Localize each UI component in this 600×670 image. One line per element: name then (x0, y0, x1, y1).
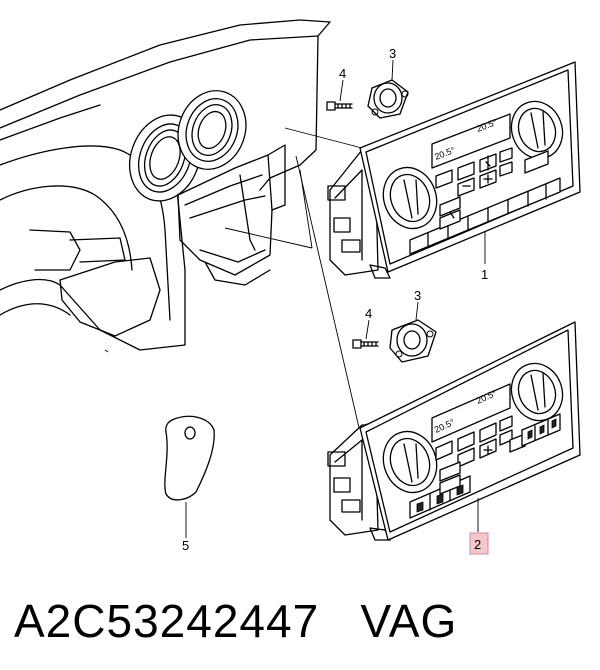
callout-3-lower: 3 (414, 288, 421, 303)
callout-2-highlight (469, 532, 489, 555)
part-number-caption: A2C53242447 VAG (14, 586, 457, 656)
callout-4-lower: 4 (365, 306, 372, 321)
brand-name: VAG (360, 595, 458, 647)
climate-control-unit-1 (327, 61, 581, 279)
position-leader-lines (224, 127, 363, 433)
centre-console-bracket (177, 144, 286, 286)
knob-part-lower (389, 301, 437, 363)
dashboard-outline (0, 19, 331, 353)
exploded-parts-diagram: 20.5° 20.5° 20.5° 20.5° 1 2 3 3 4 4 5 (0, 19, 581, 555)
callout-1: 1 (481, 267, 488, 282)
knob-part-upper (367, 59, 409, 119)
screw-part-upper (326, 79, 353, 111)
cover-part-5 (164, 415, 215, 538)
callout-3-upper: 3 (389, 46, 396, 61)
dashboard-air-vents (129, 90, 247, 202)
screw-part-lower (352, 319, 379, 349)
callout-2: 2 (474, 537, 481, 552)
climate-control-unit-2 (327, 321, 581, 541)
part-number: A2C53242447 (14, 595, 320, 647)
callout-4-upper: 4 (339, 66, 346, 81)
callout-5: 5 (182, 538, 189, 553)
